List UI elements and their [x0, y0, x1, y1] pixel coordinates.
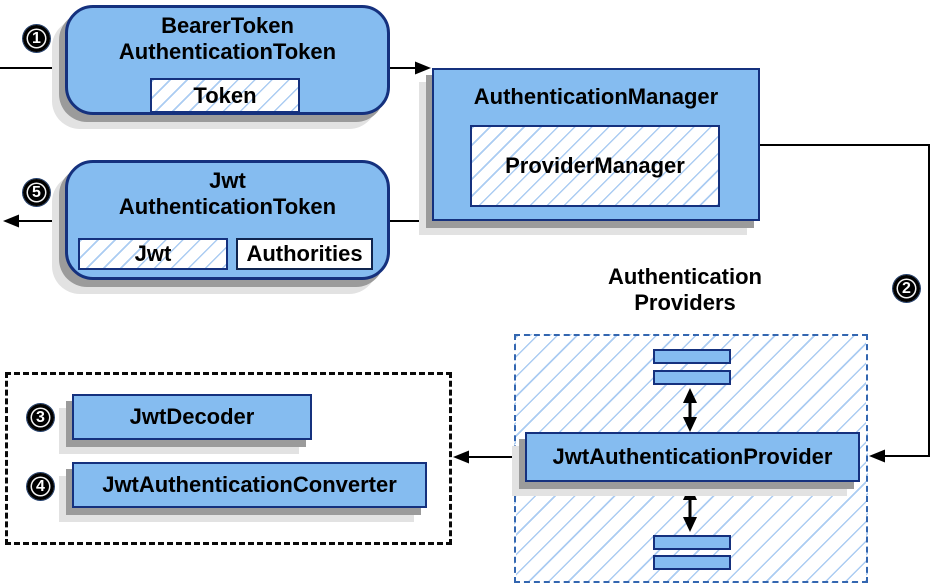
- token-field: Token: [150, 78, 300, 113]
- jwt-authentication-converter-node: JwtAuthenticationConverter: [72, 462, 427, 508]
- jwt-authentication-provider-node: JwtAuthenticationProvider: [525, 432, 860, 482]
- jwt-authentication-provider-label: JwtAuthenticationProvider: [552, 444, 833, 469]
- step-2-badge: 2: [893, 275, 920, 302]
- provider-placeholder-bar-bottom-2: [653, 555, 731, 570]
- bearer-token-node-title: BearerToken AuthenticationToken: [65, 13, 390, 65]
- provider-manager-label: ProviderManager: [505, 153, 685, 178]
- step-5-badge: 5: [23, 179, 50, 206]
- providers-label-line1: Authentication: [608, 264, 762, 289]
- provider-placeholder-bar-bottom-1: [653, 535, 731, 550]
- step-1-badge: 1: [23, 25, 50, 52]
- provider-placeholder-bar-top-2: [653, 370, 731, 385]
- step-4-badge: 4: [27, 473, 54, 500]
- authorities-field-label: Authorities: [246, 241, 363, 266]
- authentication-manager-title: AuthenticationManager: [473, 84, 719, 109]
- jwt-authentication-converter-label: JwtAuthenticationConverter: [102, 472, 397, 497]
- bearer-token-title-line1: BearerToken: [161, 13, 294, 38]
- jwt-field-label: Jwt: [134, 241, 172, 266]
- provider-placeholder-bar-top-1: [653, 349, 731, 364]
- bearer-token-title-line2: AuthenticationToken: [118, 39, 337, 64]
- jwt-decoder-label: JwtDecoder: [129, 404, 255, 429]
- decoder-converter-group-box: [5, 372, 452, 545]
- jwt-decoder-node: JwtDecoder: [72, 394, 312, 440]
- jwt-token-title-line2: AuthenticationToken: [118, 194, 337, 219]
- authorities-field: Authorities: [236, 238, 373, 270]
- jwt-field: Jwt: [78, 238, 228, 270]
- jwt-token-title-line1: Jwt: [209, 168, 246, 193]
- providers-label-line2: Providers: [634, 290, 736, 315]
- provider-manager-inner-box: ProviderManager: [470, 125, 720, 207]
- authentication-providers-label: Authentication Providers: [560, 264, 810, 316]
- step-3-badge: 3: [27, 404, 54, 431]
- jwt-token-node-title: Jwt AuthenticationToken: [65, 168, 390, 220]
- token-field-label: Token: [193, 82, 257, 108]
